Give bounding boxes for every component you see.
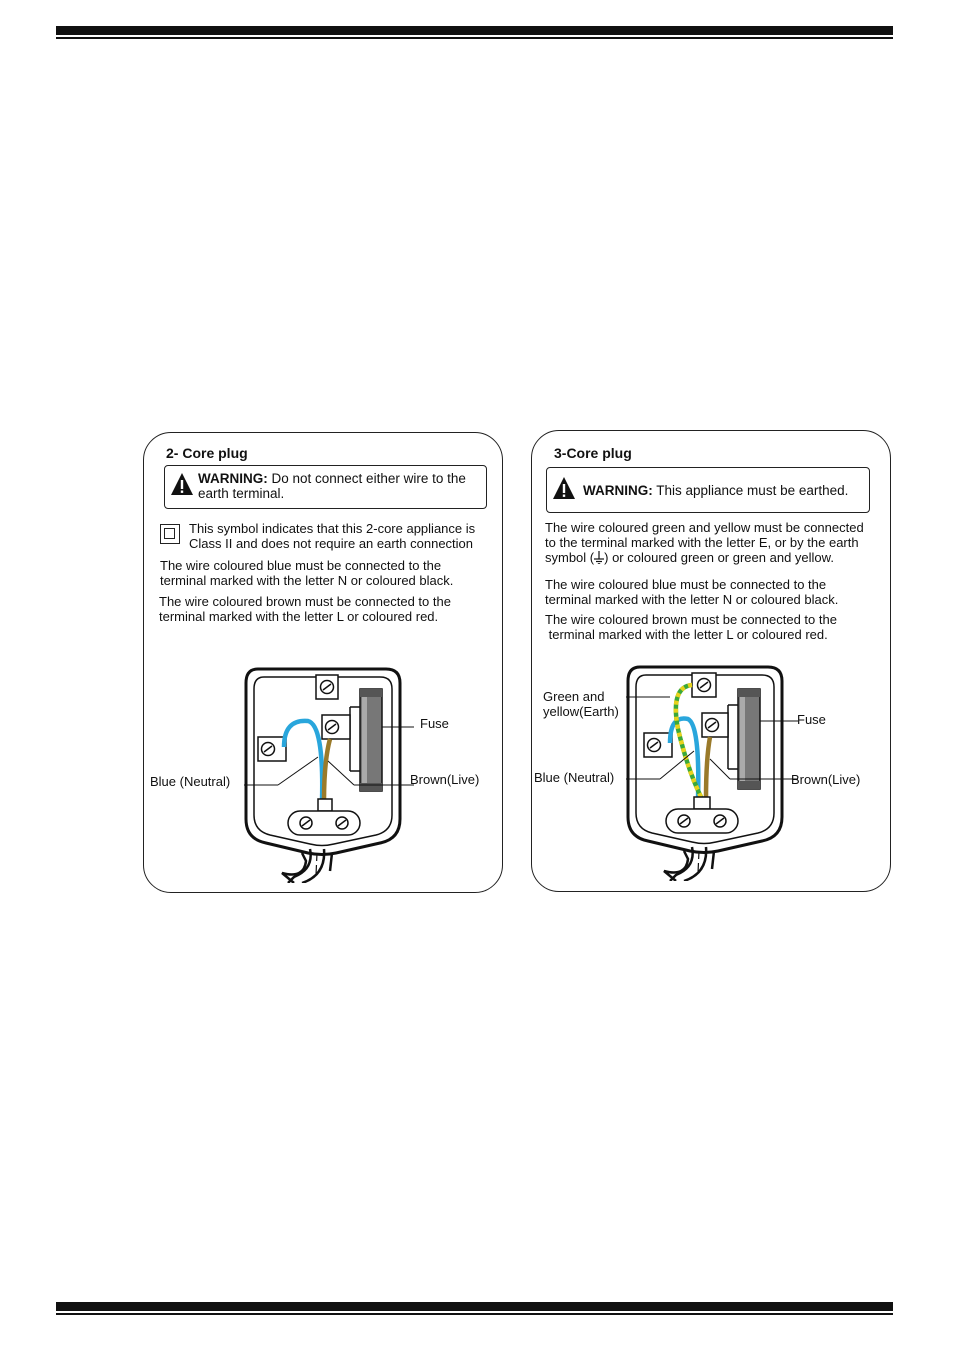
blue-neutral-label: Blue (Neutral)	[150, 774, 231, 789]
warning-triangle-icon	[553, 477, 575, 499]
fuse-label: Fuse	[797, 712, 826, 727]
warning-text: WARNING: This appliance must be earthed.	[583, 483, 849, 498]
warning-triangle-icon	[171, 473, 193, 495]
panel-title: 3-Core plug	[554, 445, 632, 461]
warning-box: WARNING: Do not connect either wire to t…	[164, 465, 487, 509]
earth-wire-label: Green and yellow(Earth)	[543, 689, 619, 719]
two-core-plug-panel: 2- Core plug WARNING: Do not connect eit…	[143, 432, 503, 893]
class-ii-description: This symbol indicates that this 2-core a…	[189, 521, 476, 551]
warning-box: WARNING: This appliance must be earthed.	[546, 467, 870, 513]
fuse-label: Fuse	[420, 716, 449, 731]
blue-wire-instruction: The wire coloured blue must be connected…	[545, 577, 839, 607]
earth-wire-instruction: The wire coloured green and yellow must …	[545, 520, 864, 565]
two-core-plug-diagram	[244, 667, 414, 883]
blue-neutral-label: Blue (Neutral)	[534, 770, 615, 785]
footer-rule	[56, 1302, 893, 1315]
class-ii-symbol-icon	[160, 524, 180, 544]
three-core-plug-panel: 3-Core plug WARNING: This appliance must…	[531, 430, 891, 892]
warning-text: WARNING: Do not connect either wire to t…	[198, 471, 466, 501]
earth-symbol-icon	[594, 551, 605, 565]
panel-title: 2- Core plug	[166, 445, 248, 461]
header-rule	[56, 26, 893, 39]
blue-wire-instruction: The wire coloured blue must be connected…	[160, 558, 454, 588]
brown-live-label: Brown(Live)	[791, 772, 861, 787]
brown-wire-instruction: The wire coloured brown must be connecte…	[159, 594, 451, 624]
three-core-plug-diagram	[626, 665, 798, 881]
brown-live-label: Brown(Live)	[410, 772, 480, 787]
brown-wire-instruction: The wire coloured brown must be connecte…	[545, 612, 837, 642]
